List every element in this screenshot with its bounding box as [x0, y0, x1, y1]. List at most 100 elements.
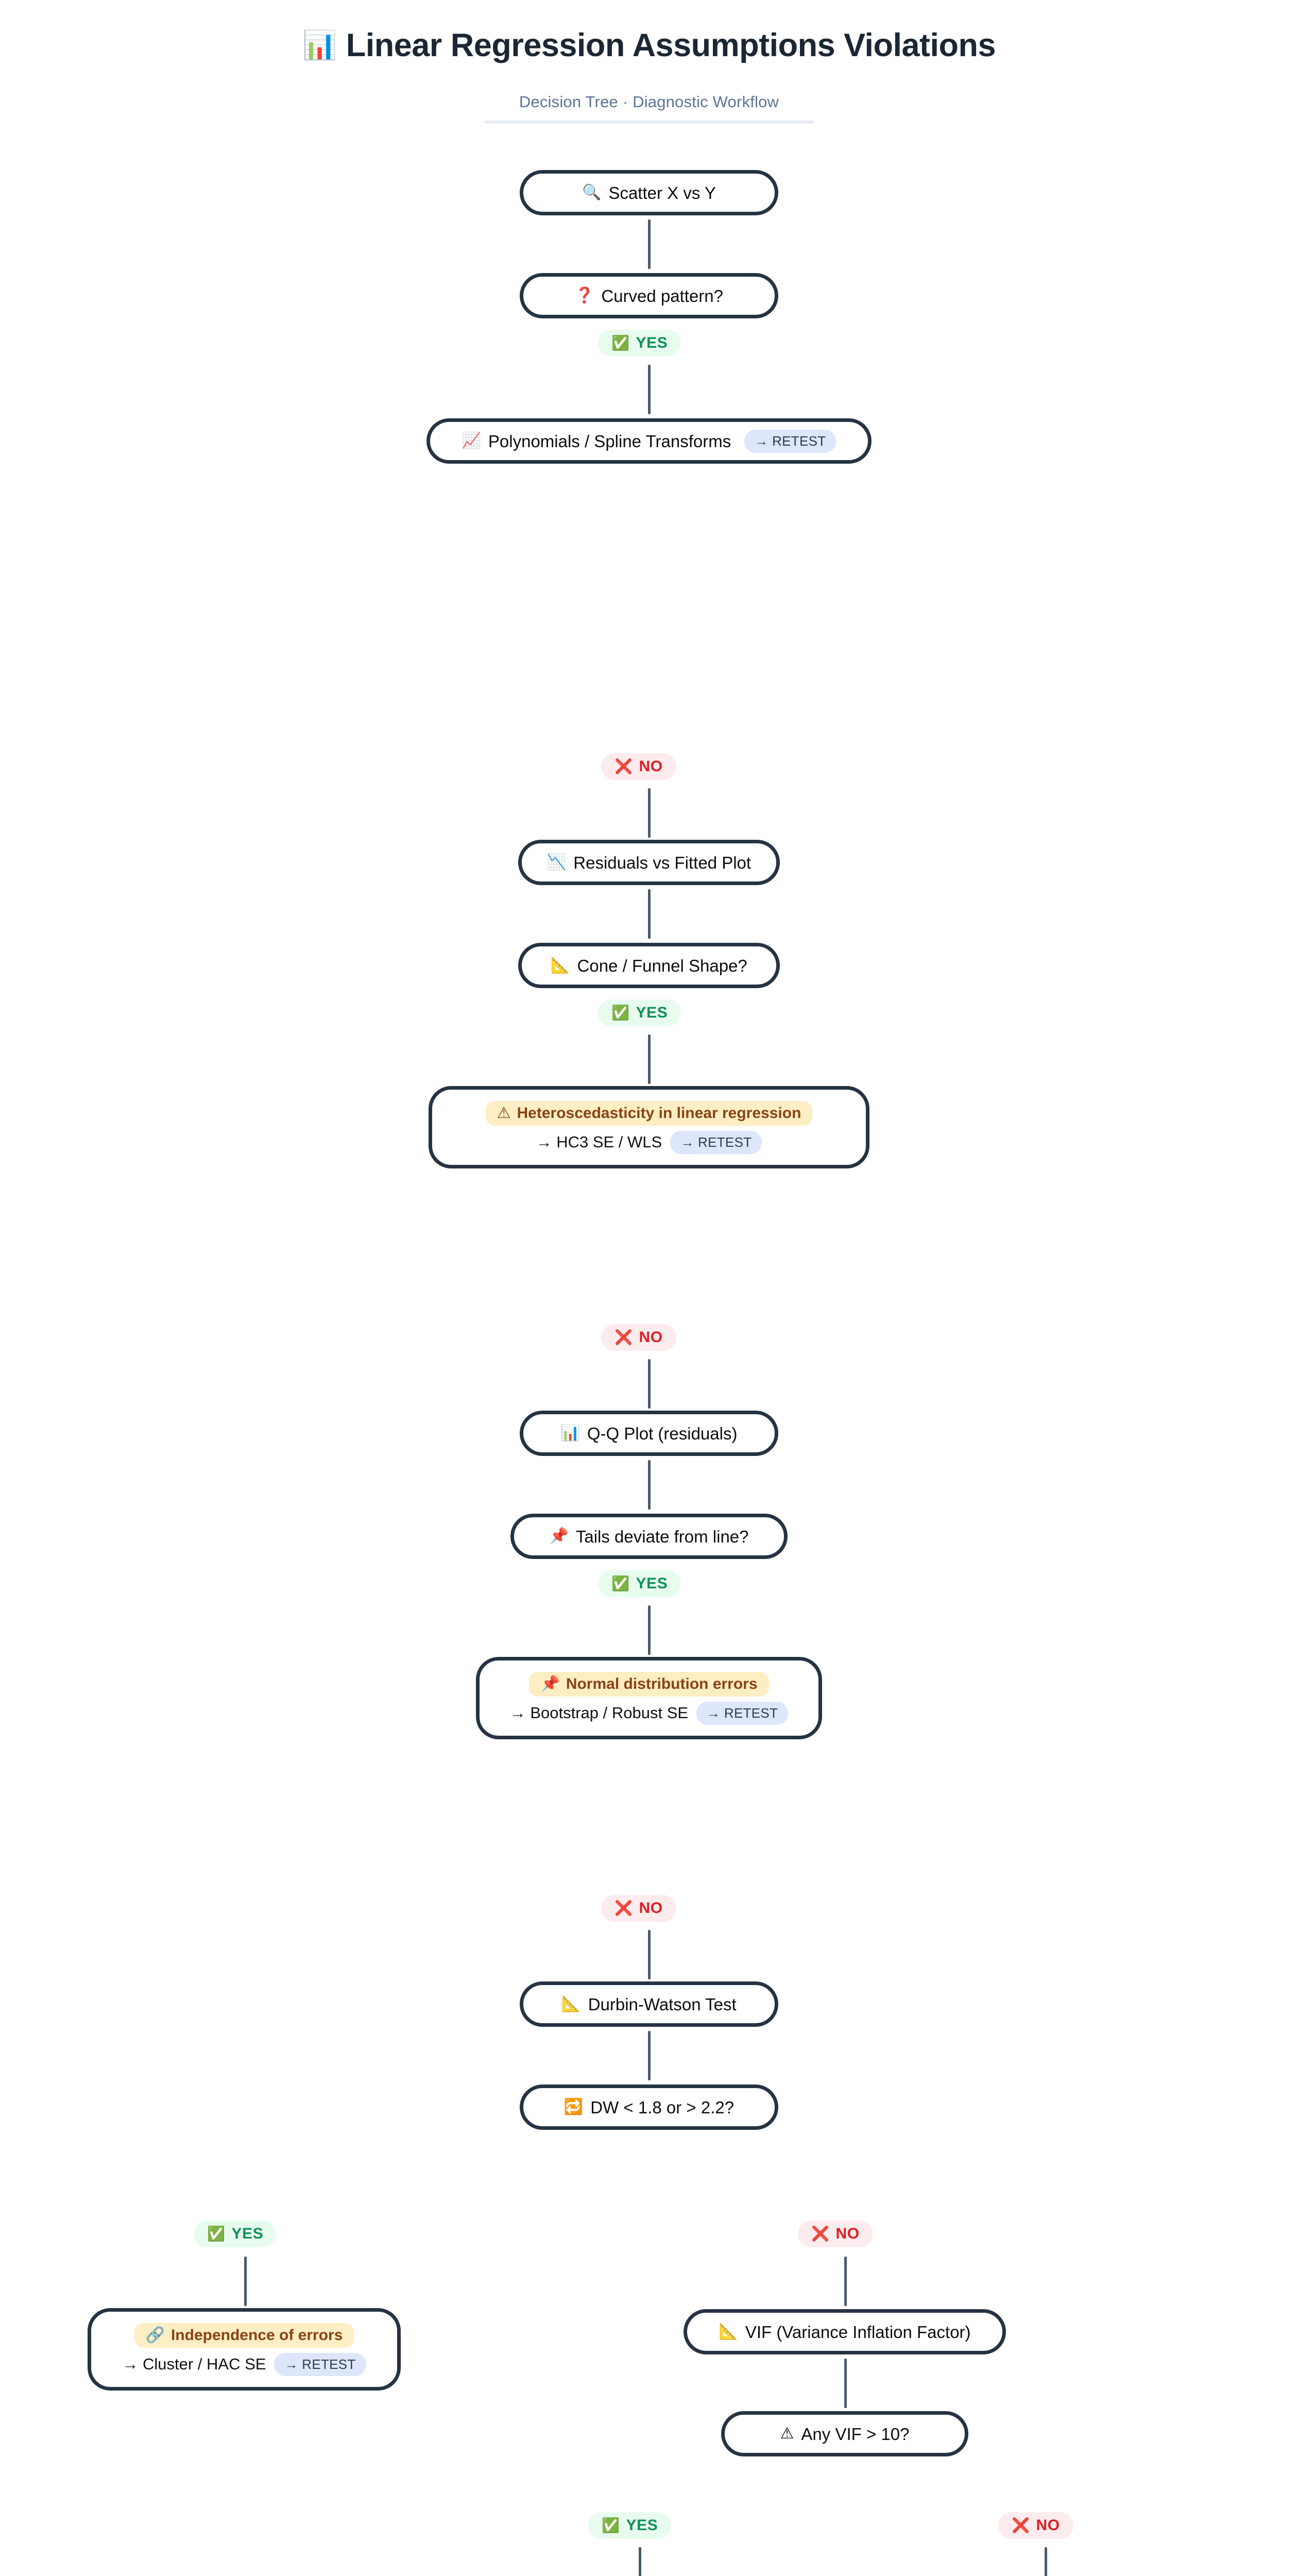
badge-label: YES — [636, 1004, 668, 1022]
badge-label: NO — [1036, 2517, 1060, 2534]
node-independence-of-errors[interactable]: 🔗 Independence of errors → Cluster / HAC… — [88, 2308, 401, 2391]
badge-label: NO — [639, 758, 663, 775]
node-label: VIF (Variance Inflation Factor) — [745, 2322, 971, 2342]
violation-fix: → HC3 SE / WLS → RETEST — [536, 1130, 762, 1154]
violation-fix-text: → Bootstrap / Robust SE — [509, 1704, 689, 1722]
violation-title: ⚠ Heteroscedasticity in linear regressio… — [485, 1100, 813, 1126]
connector-no-to-qq — [648, 1359, 651, 1409]
node-label: Tails deviate from line? — [575, 1527, 749, 1546]
triangular-ruler-icon: 📐 — [561, 1995, 581, 2013]
node-heteroscedasticity[interactable]: ⚠ Heteroscedasticity in linear regressio… — [429, 1086, 869, 1169]
chart-decreasing-icon: 📉 — [546, 854, 567, 871]
connector-qq-to-tails — [648, 1460, 651, 1510]
triangular-ruler-icon: 📐 — [551, 957, 570, 974]
warning-icon: ⚠ — [780, 2425, 794, 2443]
node-polynomials-spline-transforms[interactable]: 📈 Polynomials / Spline Transforms → RETE… — [426, 418, 872, 464]
violation-fix-text: → HC3 SE / WLS — [536, 1133, 662, 1151]
bar-chart-icon: 📊 — [560, 1425, 580, 1442]
link-icon: 🔗 — [145, 2326, 165, 2344]
retest-chip[interactable]: → RETEST — [274, 2352, 366, 2376]
pushpin-icon: 📌 — [540, 1675, 560, 1692]
question-mark-icon: ❓ — [575, 287, 594, 304]
node-label: Curved pattern? — [601, 286, 723, 306]
subtitle-divider — [484, 121, 814, 124]
node-any-vif-gt-10[interactable]: ⚠ Any VIF > 10? — [721, 2411, 968, 2457]
cross-mark-icon: ❌ — [614, 1900, 633, 1917]
node-scatter-x-vs-y[interactable]: 🔍 Scatter X vs Y — [520, 170, 778, 216]
chart-increasing-icon: 📈 — [462, 432, 481, 450]
retest-chip[interactable]: → RETEST — [744, 429, 836, 453]
connector-no-to-vif — [844, 2257, 847, 2307]
page-title: 📊 Linear Regression Assumptions Violatio… — [0, 27, 1298, 64]
badge-no-cone: ❌ NO — [601, 1324, 676, 1351]
cross-mark-icon: ❌ — [811, 2226, 830, 2242]
page-title-text: Linear Regression Assumptions Violations — [346, 27, 996, 63]
magnifier-icon: 🔍 — [582, 184, 602, 201]
page-header: 📊 Linear Regression Assumptions Violatio… — [0, 0, 1298, 124]
node-qq-plot-residuals[interactable]: 📊 Q-Q Plot (residuals) — [520, 1411, 778, 1456]
connector-vif-to-anyvif — [844, 2359, 847, 2409]
connector-yes-to-poly — [648, 365, 651, 415]
pushpin-icon: 📌 — [549, 1528, 569, 1545]
badge-no-tails: ❌ NO — [601, 1895, 676, 1922]
violation-title-text: Independence of errors — [170, 2326, 343, 2344]
triangular-ruler-icon: 📐 — [719, 2323, 738, 2341]
badge-label: YES — [636, 334, 668, 352]
violation-title-text: Heteroscedasticity in linear regression — [517, 1104, 801, 1122]
node-dw-threshold[interactable]: 🔁 DW < 1.8 or > 2.2? — [520, 2084, 778, 2130]
connector-no-to-residuals — [648, 788, 651, 838]
page-subtitle: Decision Tree · Diagnostic Workflow — [519, 93, 779, 111]
check-box-icon: ✅ — [611, 1575, 630, 1592]
retest-chip[interactable]: → RETEST — [696, 1701, 789, 1725]
violation-title: 📌 Normal distribution errors — [529, 1671, 769, 1697]
connector-yes-to-independence — [244, 2257, 247, 2307]
badge-label: NO — [835, 2225, 860, 2243]
badge-yes-curved: ✅ YES — [598, 330, 681, 357]
node-durbin-watson-test[interactable]: 📐 Durbin-Watson Test — [520, 1981, 778, 2027]
node-curved-pattern[interactable]: ❓ Curved pattern? — [520, 273, 778, 319]
node-label: Scatter X vs Y — [608, 183, 716, 202]
badge-no-dw: ❌ NO — [798, 2221, 873, 2248]
bar-chart-emoji-icon: 📊 — [302, 30, 337, 61]
retest-chip[interactable]: → RETEST — [670, 1130, 762, 1154]
badge-label: YES — [636, 1575, 668, 1592]
connector-yes-to-multicol — [639, 2547, 641, 2576]
node-label: Polynomials / Spline Transforms — [488, 431, 731, 451]
decision-tree-flow: 🔍 Scatter X vs Y ❓ Curved pattern? ✅ YES… — [0, 124, 1298, 2576]
node-label: Cone / Funnel Shape? — [577, 956, 747, 975]
violation-title-text: Normal distribution errors — [566, 1675, 758, 1692]
cross-mark-icon: ❌ — [1012, 2517, 1030, 2534]
repeat-icon: 🔁 — [563, 2098, 584, 2116]
cross-mark-icon: ❌ — [614, 758, 633, 775]
badge-label: NO — [639, 1329, 663, 1346]
check-box-icon: ✅ — [611, 335, 630, 351]
connector-no-to-durbin — [648, 1930, 651, 1980]
node-label: DW < 1.8 or > 2.2? — [590, 2097, 735, 2117]
violation-title: 🔗 Independence of errors — [134, 2323, 354, 2348]
cross-mark-icon: ❌ — [614, 1329, 633, 1346]
node-vif[interactable]: 📐 VIF (Variance Inflation Factor) — [684, 2309, 1006, 2355]
node-label: Q-Q Plot (residuals) — [587, 1423, 738, 1443]
node-residuals-vs-fitted-plot[interactable]: 📉 Residuals vs Fitted Plot — [518, 840, 780, 886]
connector-durbin-to-dw — [648, 2031, 651, 2081]
node-label: Any VIF > 10? — [801, 2424, 910, 2444]
node-tails-deviate-from-line[interactable]: 📌 Tails deviate from line? — [510, 1514, 788, 1560]
violation-fix: → Bootstrap / Robust SE → RETEST — [509, 1701, 789, 1725]
check-box-icon: ✅ — [602, 2517, 620, 2534]
badge-yes-cone: ✅ YES — [598, 999, 681, 1027]
violation-fix: → Cluster / HAC SE → RETEST — [122, 2352, 366, 2376]
badge-no-anyvif: ❌ NO — [998, 2512, 1073, 2539]
connector-yes-to-hetero — [648, 1035, 651, 1084]
connector-no-to-model-ready — [1045, 2547, 1047, 2576]
badge-no-curved: ❌ NO — [601, 753, 676, 781]
violation-fix-text: → Cluster / HAC SE — [122, 2355, 266, 2374]
node-cone-funnel-shape[interactable]: 📐 Cone / Funnel Shape? — [518, 943, 780, 989]
badge-yes-tails: ✅ YES — [598, 1570, 681, 1598]
badge-label: YES — [231, 2225, 264, 2243]
check-box-icon: ✅ — [611, 1005, 630, 1021]
node-normal-distribution-errors[interactable]: 📌 Normal distribution errors → Bootstrap… — [476, 1657, 822, 1740]
badge-yes-dw: ✅ YES — [194, 2221, 277, 2248]
connector-yes-to-normal — [648, 1605, 651, 1655]
connector-residuals-to-cone — [648, 889, 651, 939]
badge-label: YES — [626, 2517, 658, 2534]
